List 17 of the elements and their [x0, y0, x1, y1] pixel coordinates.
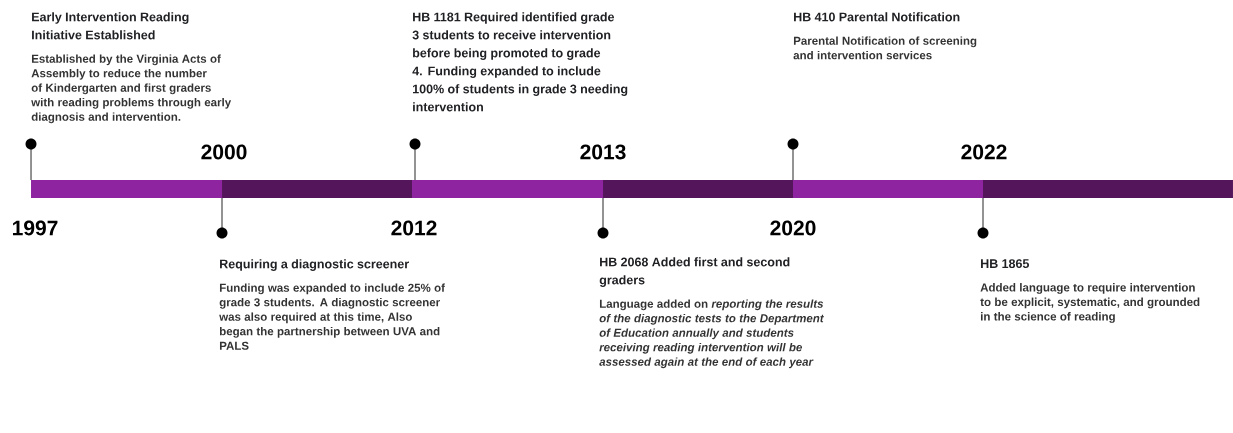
event-description: Parental Notification of screening and intervention services	[793, 36, 977, 60]
event-description: Language added on reporting the results of the diagnostic tests to the Department of Education annually and students receiving reading intervention will be assessed again at the end of each year	[599, 299, 825, 369]
year-label: 2012	[391, 220, 437, 236]
year-label: 2013	[580, 144, 626, 160]
year-label: 1997	[13, 220, 58, 236]
event-heading: HB 1865	[981, 259, 1030, 269]
event-heading: HB 2068 Added first and second graders	[599, 257, 790, 287]
event-description: Established by the Virginia Acts of Assembly to reduce the number of Kindergarten and first graders with reading problems through early diagnosis and intervention.	[31, 54, 232, 124]
event-heading: HB 410 Parental Notification	[794, 12, 960, 22]
event-heading: Requiring a diagnostic screener	[220, 259, 409, 271]
year-label: 2000	[201, 144, 247, 160]
year-label: 2022	[961, 144, 1007, 160]
event-heading: Early Intervention Reading Initiative Established	[32, 12, 189, 40]
year-label: 2020	[770, 220, 816, 236]
event-description: Added language to require intervention to be explicit, systematic, and grounded in the science of reading	[980, 283, 1200, 323]
event-heading: HB 1181 Required identified grade 3 students to receive intervention before being promoted to grade 4. Funding expanded to include 100% of students in grade 3 needing intervention	[412, 12, 628, 112]
event-description: Funding was expanded to include 25% of grade 3 students. A diagnostic screener was also required at this time, Also began the partnership between UVA and PALS	[219, 283, 445, 350]
